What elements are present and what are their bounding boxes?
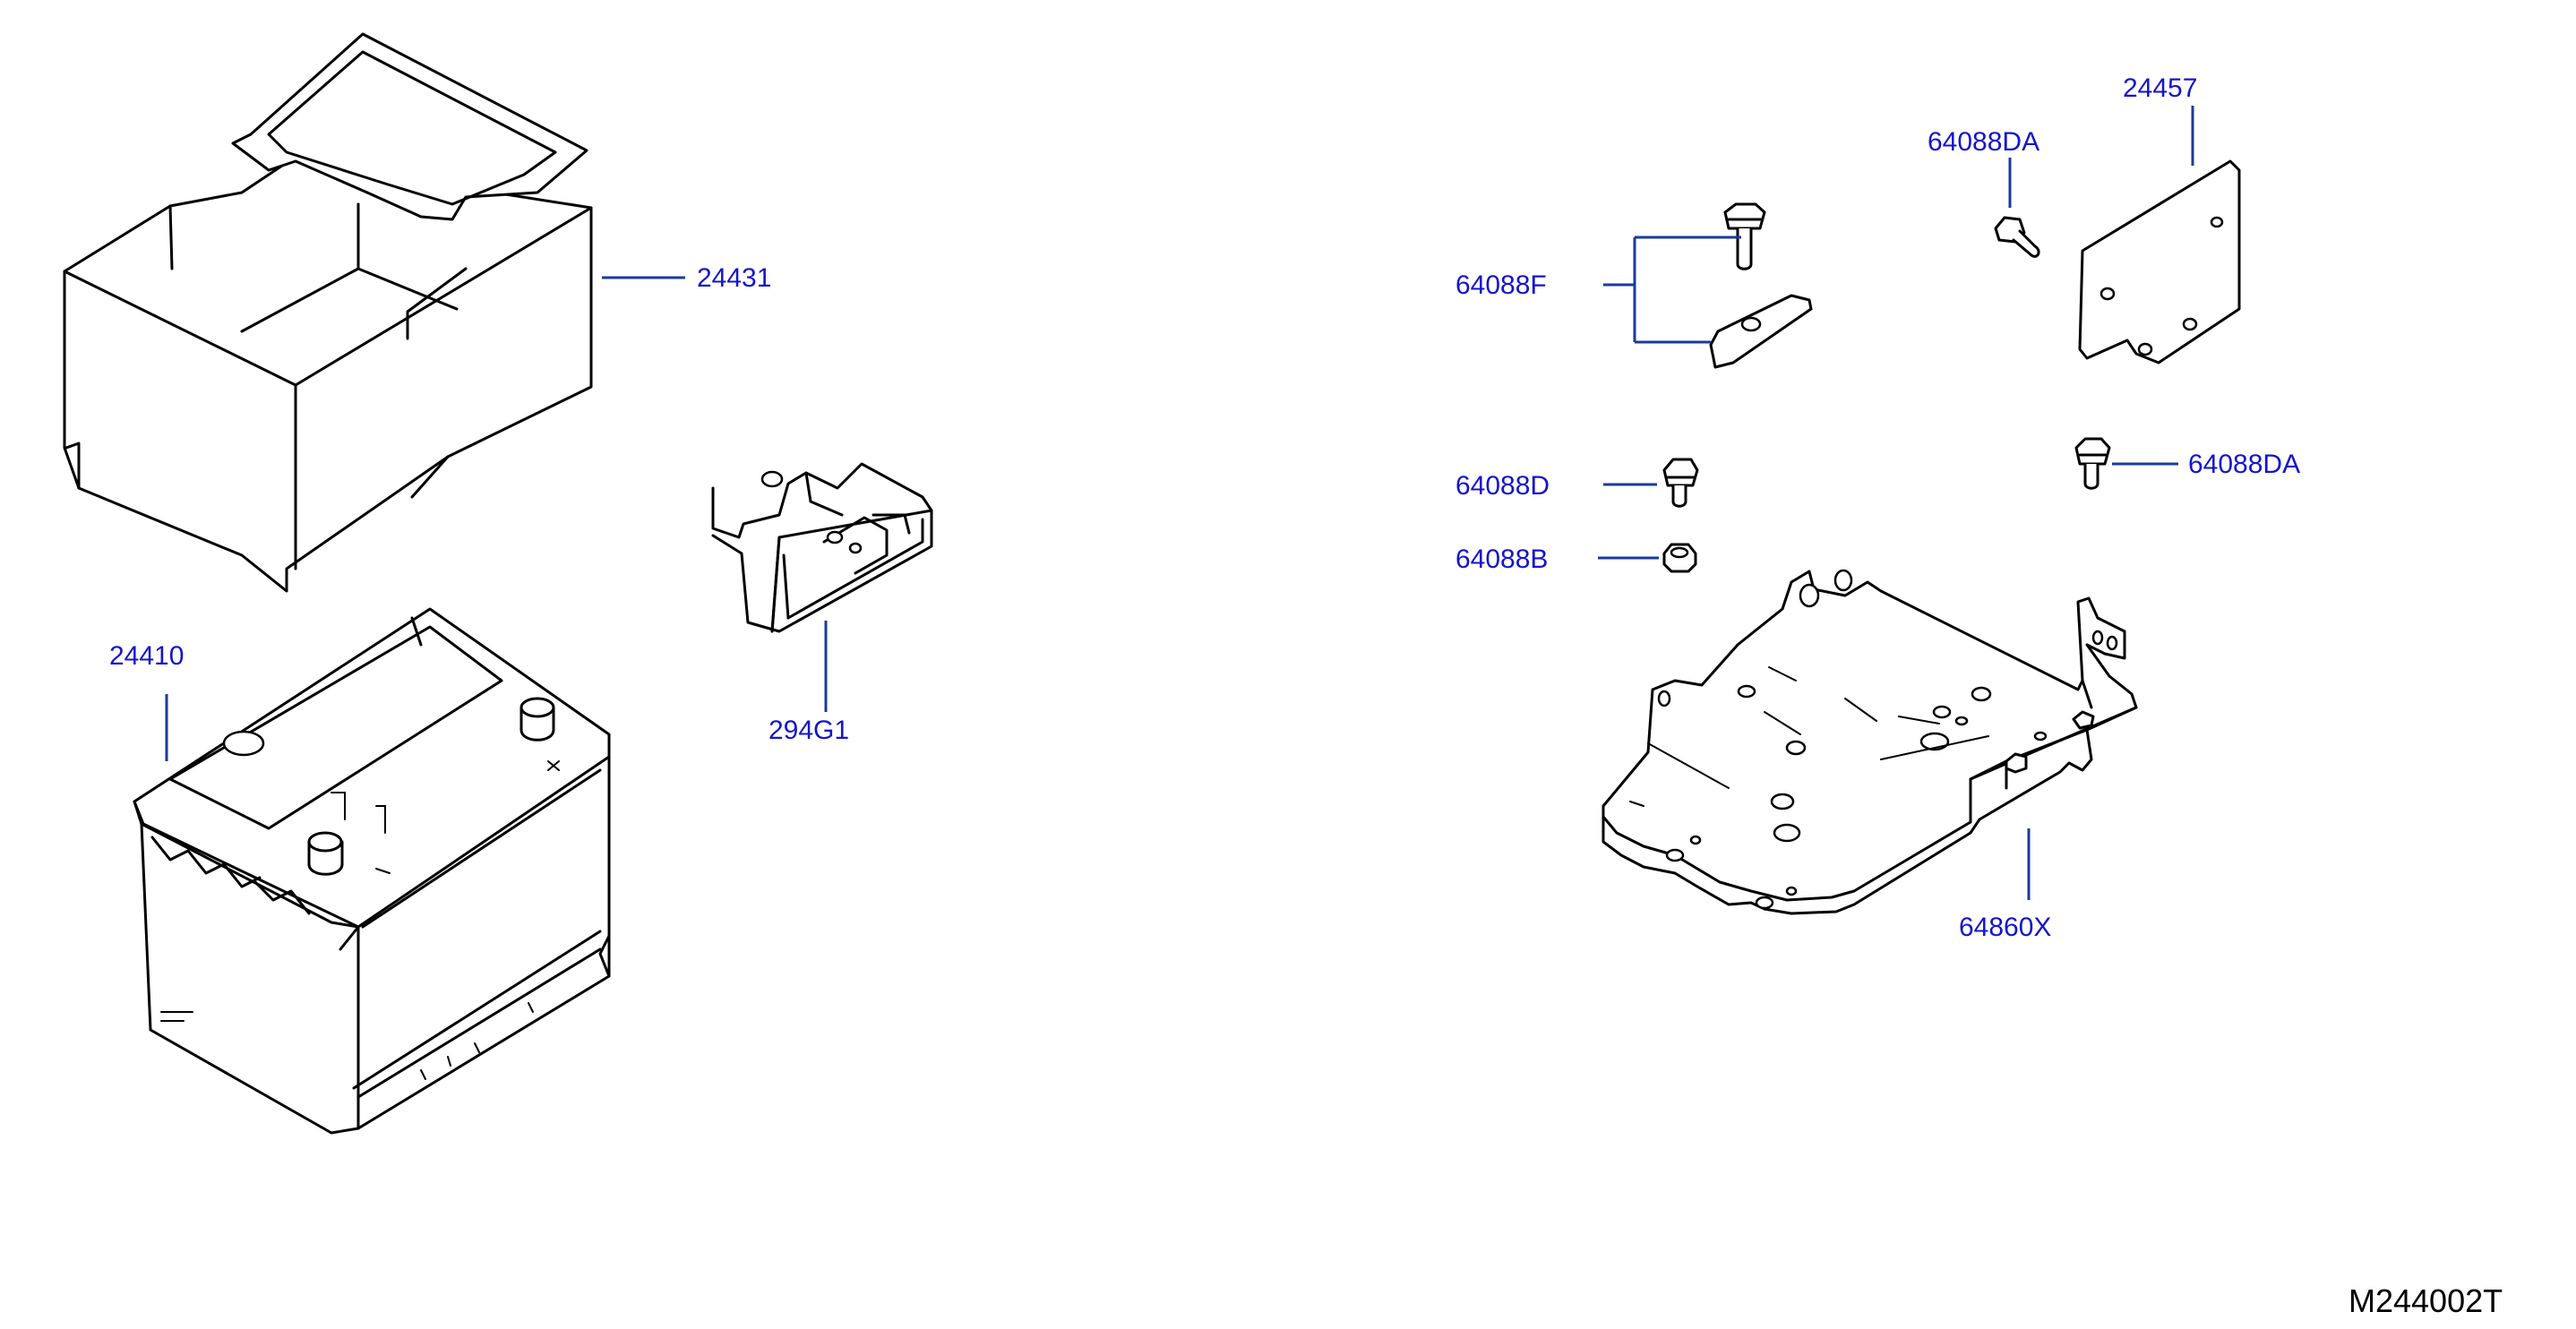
- leader-64088F: [1603, 236, 1741, 344]
- part-24431-insulator-box: [63, 32, 593, 593]
- part-24457-cover-plate: [2078, 159, 2241, 364]
- part-64088F-bolt-and-clamp: [1709, 202, 1813, 369]
- label-24431: 24431: [697, 263, 771, 293]
- part-24410-battery: [133, 607, 611, 1135]
- part-294G1-bracket: [711, 462, 933, 633]
- label-24410: 24410: [109, 641, 184, 671]
- label-64088B: 64088B: [1455, 544, 1548, 574]
- part-64088DA-mid-bolt: [2074, 437, 2111, 490]
- diagram-code: M244002T: [2348, 1282, 2503, 1319]
- part-64088DA-top-bolt: [1994, 216, 2040, 258]
- label-294G1: 294G1: [769, 716, 849, 745]
- label-64088DA-mid: 64088DA: [2188, 450, 2300, 479]
- label-64088F: 64088F: [1455, 270, 1547, 300]
- label-24457: 24457: [2123, 73, 2197, 103]
- part-64088D-bolt: [1662, 458, 1699, 508]
- part-64088B-nut: [1662, 543, 1697, 573]
- part-64860X-battery-tray: [1601, 569, 2138, 915]
- label-64088DA-top: 64088DA: [1928, 127, 2039, 157]
- label-64088D: 64088D: [1455, 471, 1550, 501]
- label-64860X: 64860X: [1959, 913, 2051, 942]
